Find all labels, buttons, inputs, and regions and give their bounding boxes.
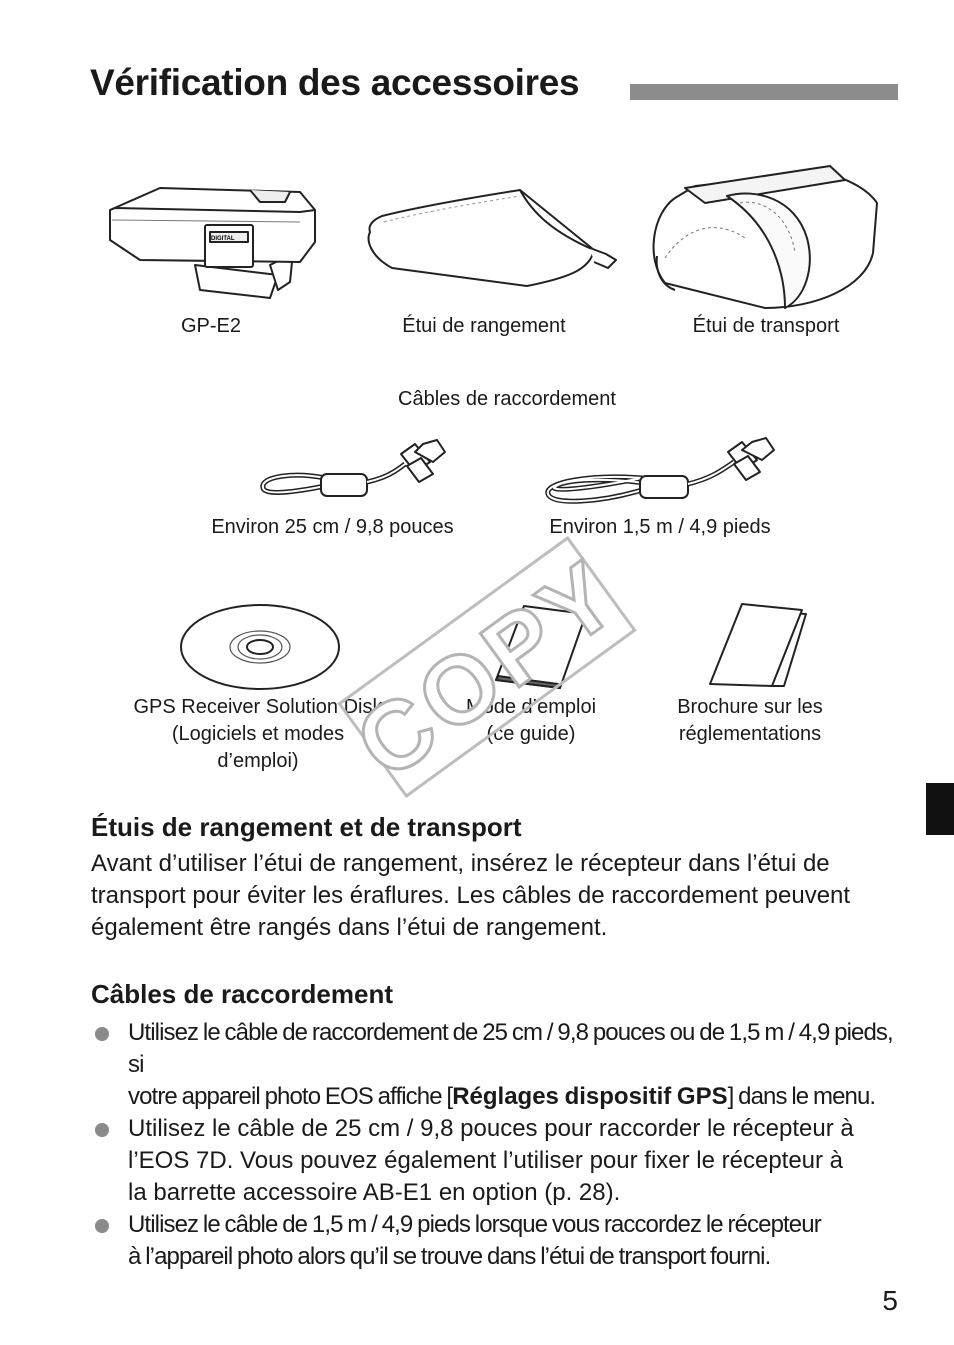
brochure-label: Brochure sur les réglementations [650,694,850,748]
bullet-dot-icon [95,1219,109,1233]
bullet-1-line-2-prefix: votre appareil photo EOS affiche [ [128,1083,453,1110]
brochure-label-line-1: Brochure sur les [677,696,823,718]
accessory-label-gp-e2: GP-E2 [180,315,242,337]
cables-bullet-list: Utilisez le câble de raccordement de 25 … [91,1017,911,1273]
cd-disk-illustration [180,604,340,690]
disk-label-line-2: (Logiciels et modes [171,723,345,745]
page-title: Vérification des accessoires [90,62,580,103]
bullet-2-line-3: la barrette accessoire AB-E1 en option (… [128,1179,621,1206]
carrying-case-illustration [652,165,878,309]
accessory-label-storage-case: Étui de rangement [402,315,566,337]
disk-label-line-1: GPS Receiver Solution Disk [133,696,383,718]
svg-text:DIGITAL: DIGITAL [211,236,235,242]
long-cable-illustration [545,437,775,504]
disk-label-line-3: d’emploi) [217,750,299,772]
section-heading-cases: Étuis de rangement et de transport [91,812,522,842]
brochure-label-line-2: réglementations [678,723,822,745]
bullet-dot-icon [95,1123,109,1137]
gps-receiver-illustration: DIGITAL [109,187,316,299]
chapter-tab-marker [926,783,954,835]
manual-label-line-2: (ce guide) [486,723,576,745]
manual-label: Mode d’emploi (ce guide) [446,694,616,748]
bullet-item: Utilisez le câble de 25 cm / 9,8 pouces … [91,1113,911,1209]
brochure-illustration [709,603,807,687]
menu-setting-name: Réglages dispositif GPS [452,1083,728,1110]
section-heading-cables: Câbles de raccordement [91,979,394,1009]
bullet-item: Utilisez le câble de 1,5 m / 4,9 pieds l… [91,1209,911,1273]
accessory-label-carrying-case: Étui de transport [692,315,840,337]
title-rule [630,84,898,100]
bullet-1-line-1: Utilisez le câble de raccordement de 25 … [128,1019,894,1078]
section-body-cases-line-3: également être rangés dans l’étui de ran… [91,914,608,941]
bullet-3-line-1: Utilisez le câble de 1,5 m / 4,9 pieds l… [128,1211,822,1238]
cable-label-long: Environ 1,5 m / 4,9 pieds [549,516,771,538]
bullet-1-line-2-suffix: ] dans le menu. [727,1083,877,1110]
manual-label-line-1: Mode d’emploi [465,696,597,718]
bullet-item: Utilisez le câble de raccordement de 25 … [91,1017,911,1113]
section-body-cases-line-2: transport pour éviter les éraflures. Les… [91,882,851,909]
short-cable-illustration [260,439,446,497]
bullet-2-line-2: l’EOS 7D. Vous pouvez également l’utilis… [128,1147,844,1174]
cable-label-short: Environ 25 cm / 9,8 pouces [211,516,454,538]
page-number: 5 [882,1285,898,1316]
section-body-cases-line-1: Avant d’utiliser l’étui de rangement, in… [91,850,830,877]
section-body-cases: Avant d’utiliser l’étui de rangement, in… [91,848,911,944]
bullet-2-line-1: Utilisez le câble de 25 cm / 9,8 pouces … [128,1115,854,1142]
instruction-manual-illustration [495,605,587,689]
bullet-dot-icon [95,1027,109,1041]
bullet-1-line-2: votre appareil photo EOS affiche [Réglag… [128,1081,911,1113]
storage-pouch-illustration [367,189,617,287]
disk-label: GPS Receiver Solution Disk (Logiciels et… [110,694,406,775]
bullet-3-line-2: à l’appareil photo alors qu’il se trouve… [128,1243,771,1270]
cables-heading-caption: Câbles de raccordement [398,388,616,410]
